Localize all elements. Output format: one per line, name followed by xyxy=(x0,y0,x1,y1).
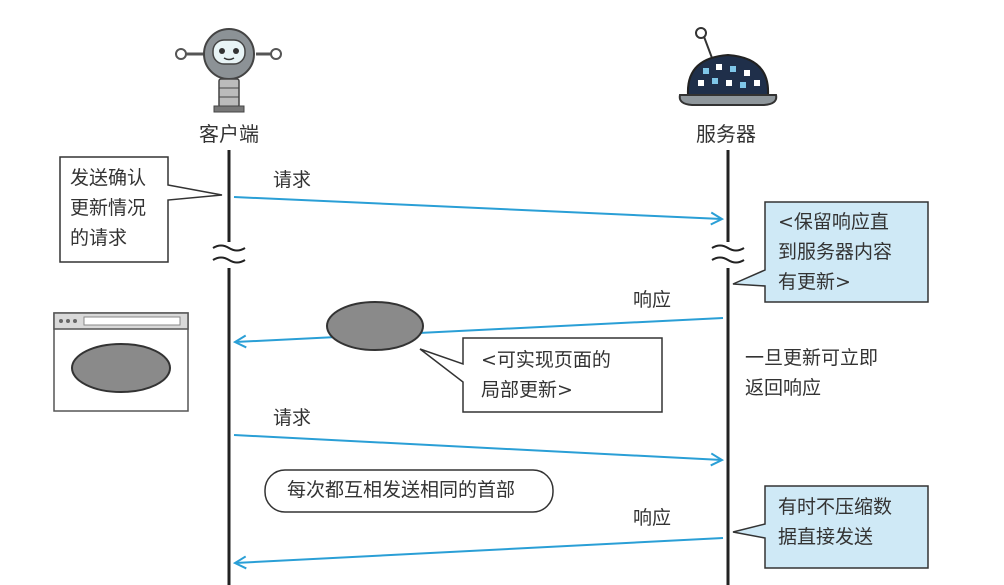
response-label-2: 响应 xyxy=(633,507,672,529)
no-compress-line-1: 有时不压缩数 xyxy=(778,496,893,518)
server-hold-line-1: <保留响应直 xyxy=(778,211,889,233)
request-arrow-2 xyxy=(233,434,722,460)
no-compress-note-box xyxy=(732,485,929,569)
headers-note-box xyxy=(264,469,554,513)
response-label-1: 响应 xyxy=(633,289,672,311)
response-arrow-2 xyxy=(235,537,724,563)
client-label: 客户端 xyxy=(199,122,259,146)
no-compress-line-2: 据直接发送 xyxy=(778,526,874,548)
client-note-text: 发送确认 更新情况 的请求 xyxy=(70,163,146,253)
server-hold-line-3: 有更新> xyxy=(778,271,851,293)
server-hold-note-text: <保留响应直 到服务器内容 有更新> xyxy=(778,207,892,297)
request-label-1: 请求 xyxy=(273,169,312,191)
server-lifeline xyxy=(711,150,745,585)
immediate-return-text: 一旦更新可立即 返回响应 xyxy=(745,343,878,403)
request-label-2: 请求 xyxy=(273,407,312,429)
headers-note-text: 每次都互相发送相同的首部 xyxy=(287,479,516,501)
client-lifeline xyxy=(212,150,246,585)
response-arrow-1 xyxy=(235,317,724,342)
immediate-return-line-2: 返回响应 xyxy=(745,377,822,399)
no-compress-note-text: 有时不压缩数 据直接发送 xyxy=(778,492,892,552)
immediate-return-line-1: 一旦更新可立即 xyxy=(745,347,879,369)
client-note-line-2: 更新情况 xyxy=(70,197,147,219)
partial-update-line-2: 局部更新> xyxy=(481,379,573,401)
server-hold-line-2: 到服务器内容 xyxy=(778,241,893,263)
request-arrow-1 xyxy=(233,196,722,219)
client-note-box xyxy=(59,156,223,263)
partial-update-note-text: <可实现页面的 局部更新> xyxy=(481,345,611,405)
partial-content-ellipse xyxy=(326,301,424,351)
server-robot-icon xyxy=(678,27,778,106)
client-note-line-3: 的请求 xyxy=(70,227,128,249)
client-note-line-1: 发送确认 xyxy=(70,167,147,189)
partial-update-note-box xyxy=(419,337,663,413)
server-label: 服务器 xyxy=(696,122,756,146)
server-hold-note-box xyxy=(732,201,929,303)
partial-update-line-1: <可实现页面的 xyxy=(481,349,611,371)
client-robot-icon xyxy=(175,28,282,113)
browser-window-icon xyxy=(53,312,189,412)
